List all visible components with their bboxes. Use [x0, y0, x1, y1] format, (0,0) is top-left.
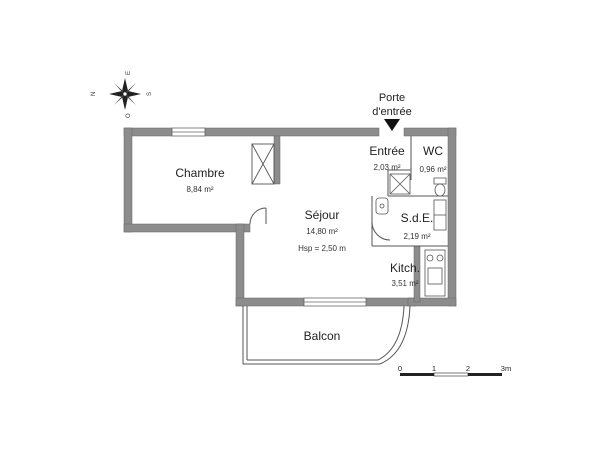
entry-arrow-icon [384, 119, 400, 131]
entry-door-label-line1: Porte [379, 92, 405, 104]
room-chambre-name: Chambre [175, 166, 225, 180]
room-sejour-name: Séjour [305, 208, 340, 222]
room-sejour-height: Hsp = 2,50 m [298, 244, 346, 253]
room-sde-area: 2,19 m² [403, 232, 430, 241]
shower [389, 173, 411, 195]
room-wc-area: 0,96 m² [419, 165, 446, 174]
room-kitch-name: Kitch. [390, 261, 420, 275]
room-balcon-name: Balcon [304, 329, 341, 343]
room-chambre-area: 8,84 m² [186, 185, 213, 194]
closet [251, 143, 275, 185]
scale-label-2: 2 [466, 364, 470, 373]
compass-icon: N E S O [91, 71, 153, 118]
room-kitch-area: 3,51 m² [391, 279, 418, 288]
room-sde-name: S.d.E. [401, 211, 434, 225]
balcony-door [303, 297, 367, 307]
compass-s: S [147, 92, 153, 96]
toilet-icon [433, 177, 447, 197]
scale-label-1: 1 [432, 364, 436, 373]
room-entree-area: 2,03 m² [373, 163, 400, 172]
room-sejour-area: 14,80 m² [306, 227, 338, 236]
room-wc-name: WC [423, 144, 443, 158]
scale-label-3: 3m [501, 364, 511, 373]
entry-door-label-line2: d'entrée [372, 106, 411, 118]
compass-e: E [126, 71, 132, 75]
interior-partitions [249, 136, 448, 247]
bedroom-window [171, 127, 206, 137]
compass-n: N [91, 92, 97, 96]
scale-label-0: 0 [398, 364, 402, 373]
balcony-outline [242, 305, 411, 365]
room-entree-name: Entrée [369, 144, 405, 158]
compass-o: O [126, 113, 132, 118]
sink-icon [375, 197, 447, 231]
kitchen-counter [424, 249, 446, 297]
scale-bar: 0 1 2 3m [398, 364, 511, 377]
walls [123, 127, 457, 307]
